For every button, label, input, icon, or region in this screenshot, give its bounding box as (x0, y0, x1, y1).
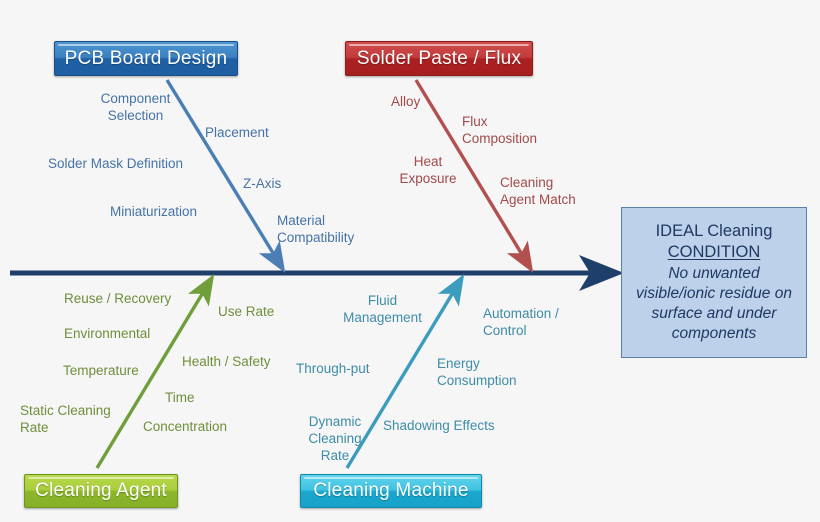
cause-label-cleaning-agent-match: Cleaning Agent Match (500, 175, 576, 207)
box-highlight (28, 477, 174, 479)
cause-label-concentration: Concentration (143, 419, 228, 434)
box-highlight (349, 44, 529, 46)
box-highlight (58, 44, 234, 46)
effect-subtitle: CONDITION (667, 243, 761, 261)
category-label-solder: Solder Paste / Flux (356, 47, 522, 69)
cause-label-time: Time (165, 390, 195, 405)
cause-label-component-selection: Component Selection (100, 91, 171, 123)
cause-label-miniaturization: Miniaturization (110, 204, 198, 219)
cause-label-through-put: Through-put (296, 361, 370, 376)
category-box-pcb-board-design[interactable]: PCB Board Design (54, 41, 238, 76)
cause-label-energy-consumption: Energy Consumption (437, 356, 517, 388)
category-label-machine: Cleaning Machine (313, 480, 469, 501)
cause-label-alloy: Alloy (391, 94, 421, 109)
cause-label-health-safety: Health / Safety (182, 354, 271, 369)
cause-label-automation-control: Automation / Control (483, 306, 559, 338)
category-label-agent: Cleaning Agent (35, 480, 167, 501)
cause-label-dynamic-cleaning-rate: Dynamic Cleaning Rate (308, 414, 362, 463)
cause-label-reuse-recovery: Reuse / Recovery (64, 291, 172, 306)
cause-label-shadowing-effects: Shadowing Effects (383, 418, 495, 433)
cause-label-fluid-management: Fluid Management (343, 293, 422, 325)
cause-label-flux-composition: Flux Composition (462, 114, 538, 146)
category-box-cleaning-agent[interactable]: Cleaning Agent (24, 474, 178, 508)
category-box-cleaning-machine[interactable]: Cleaning Machine (300, 474, 482, 508)
cause-label-use-rate: Use Rate (218, 304, 275, 319)
cause-label-material-compatibility: Material Compatibility (277, 213, 355, 245)
cause-label-z-axis: Z-Axis (243, 176, 282, 191)
cause-label-solder-mask-definition: Solder Mask Definition (48, 156, 184, 171)
cause-label-static-cleaning-rate: Static Cleaning Rate (20, 403, 111, 435)
box-highlight (304, 477, 478, 479)
category-box-solder-paste-flux[interactable]: Solder Paste / Flux (345, 41, 533, 76)
cause-label-placement: Placement (205, 125, 269, 140)
effect-description: No unwanted visible/ionic residue on sur… (636, 265, 792, 342)
cause-label-temperature: Temperature (63, 363, 139, 378)
cause-label-environmental: Environmental (64, 326, 151, 341)
cause-label-heat-exposure: Heat Exposure (399, 154, 457, 186)
effect-box-ideal-cleaning-condition[interactable]: IDEAL Cleaning CONDITION No unwanted vis… (621, 207, 807, 358)
bone-arrow-pcb (165, 79, 286, 273)
category-label-pcb: PCB Board Design (64, 47, 228, 69)
effect-title: IDEAL Cleaning (655, 222, 773, 240)
